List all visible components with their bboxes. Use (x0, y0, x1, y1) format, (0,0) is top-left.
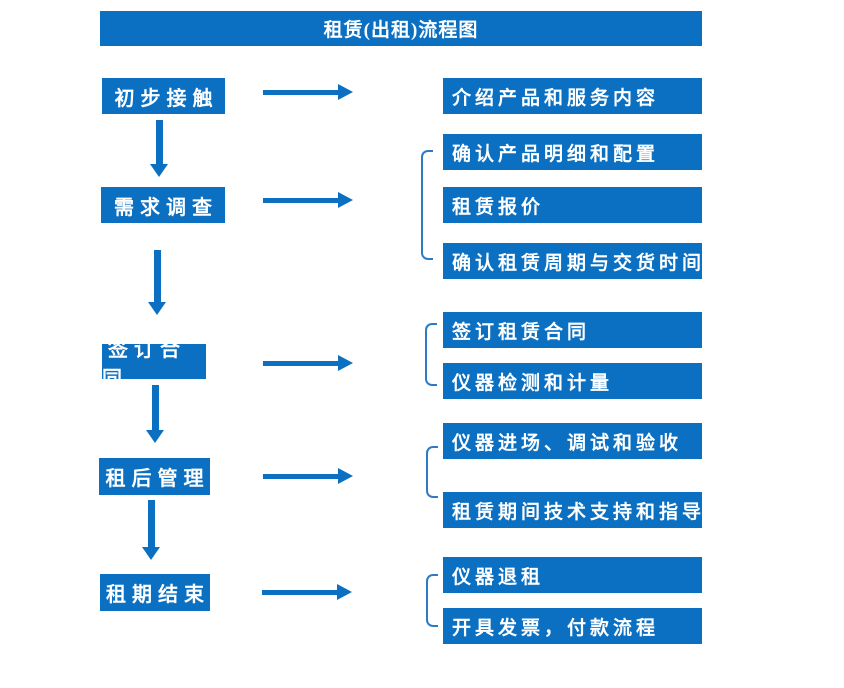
arrow-shaft (263, 89, 338, 95)
detail-box-instrument-testing: 仪器检测和计量 (443, 363, 702, 399)
arrow-head (338, 355, 353, 371)
detail-box-instrument-return: 仪器退租 (443, 557, 702, 593)
step-box-sign-contract: 签订合同 (102, 339, 206, 390)
page-title: 租赁(出租)流程图 (323, 20, 479, 41)
detail-box-tech-support: 租赁期间技术支持和指导 (443, 492, 702, 528)
arrow-head (338, 468, 353, 484)
detail-box-confirm-product-details: 确认产品明细和配置 (443, 134, 702, 170)
detail-box-invoice-payment: 开具发票，付款流程 (443, 608, 702, 644)
step-box-demand-survey: 需求调查 (101, 187, 225, 223)
group-bracket-sign-contract (425, 323, 437, 386)
arrow-head (337, 584, 352, 600)
arrow-head (146, 430, 164, 443)
step-box-initial-contact: 初步接触 (102, 78, 225, 114)
detail-box-rental-quote: 租赁报价 (443, 187, 702, 223)
arrow-right-3 (263, 355, 353, 371)
arrow-down-1 (150, 120, 168, 177)
detail-box-introduce-products: 介绍产品和服务内容 (443, 78, 702, 114)
step-box-rental-end: 租期结束 (100, 574, 210, 611)
arrow-shaft (151, 385, 159, 430)
arrow-down-4 (142, 500, 160, 560)
arrow-right-4 (263, 468, 353, 484)
arrow-down-2 (148, 250, 166, 315)
detail-box-confirm-rental-period: 确认租赁周期与交货时间 (443, 243, 702, 279)
arrow-shaft (155, 120, 163, 164)
group-bracket-rental-end (426, 574, 438, 627)
arrow-right-2 (263, 192, 353, 208)
arrow-down-3 (146, 385, 164, 443)
group-bracket-demand-survey (421, 150, 433, 260)
arrow-head (150, 164, 168, 177)
detail-box-instrument-arrival: 仪器进场、调试和验收 (443, 423, 702, 459)
step-box-post-rental-management: 租后管理 (99, 458, 210, 495)
arrow-right-1 (263, 84, 353, 100)
arrow-shaft (263, 197, 338, 203)
arrow-head (338, 84, 353, 100)
arrow-right-5 (262, 584, 352, 600)
arrow-shaft (153, 250, 161, 302)
arrow-shaft (147, 500, 155, 547)
arrow-shaft (263, 473, 338, 479)
detail-box-sign-rental-contract: 签订租赁合同 (443, 312, 702, 348)
arrow-head (142, 547, 160, 560)
arrow-shaft (263, 360, 338, 366)
title-bar: 租赁(出租)流程图 (100, 11, 702, 46)
arrow-shaft (262, 589, 337, 595)
arrow-head (148, 302, 166, 315)
arrow-head (338, 192, 353, 208)
group-bracket-post-rental (426, 446, 438, 498)
